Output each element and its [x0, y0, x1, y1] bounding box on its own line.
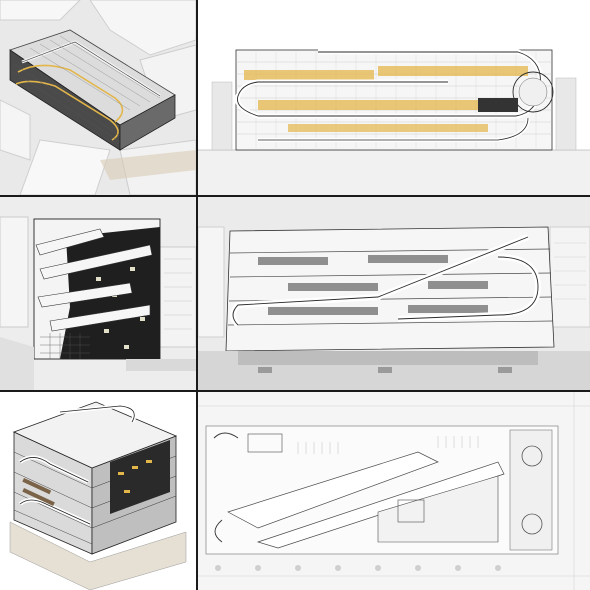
sectional-axonometric-drawing — [198, 197, 590, 390]
floor-plan-panel — [198, 392, 590, 590]
horizontal-divider-top — [0, 195, 590, 197]
vertical-divider — [196, 0, 198, 590]
section-perspective-panel — [0, 197, 196, 390]
corner-axonometric-panel — [0, 392, 196, 590]
section-perspective-drawing — [0, 197, 196, 390]
horizontal-divider-bottom — [0, 390, 590, 392]
aerial-axonometric-panel — [0, 0, 196, 195]
aerial-axonometric-drawing — [0, 0, 196, 195]
floor-plan-drawing — [198, 392, 590, 590]
corner-axonometric-drawing — [0, 392, 196, 590]
elevation-drawing-panel — [198, 0, 590, 195]
sectional-axonometric-panel — [198, 197, 590, 390]
elevation-drawing — [198, 0, 590, 195]
